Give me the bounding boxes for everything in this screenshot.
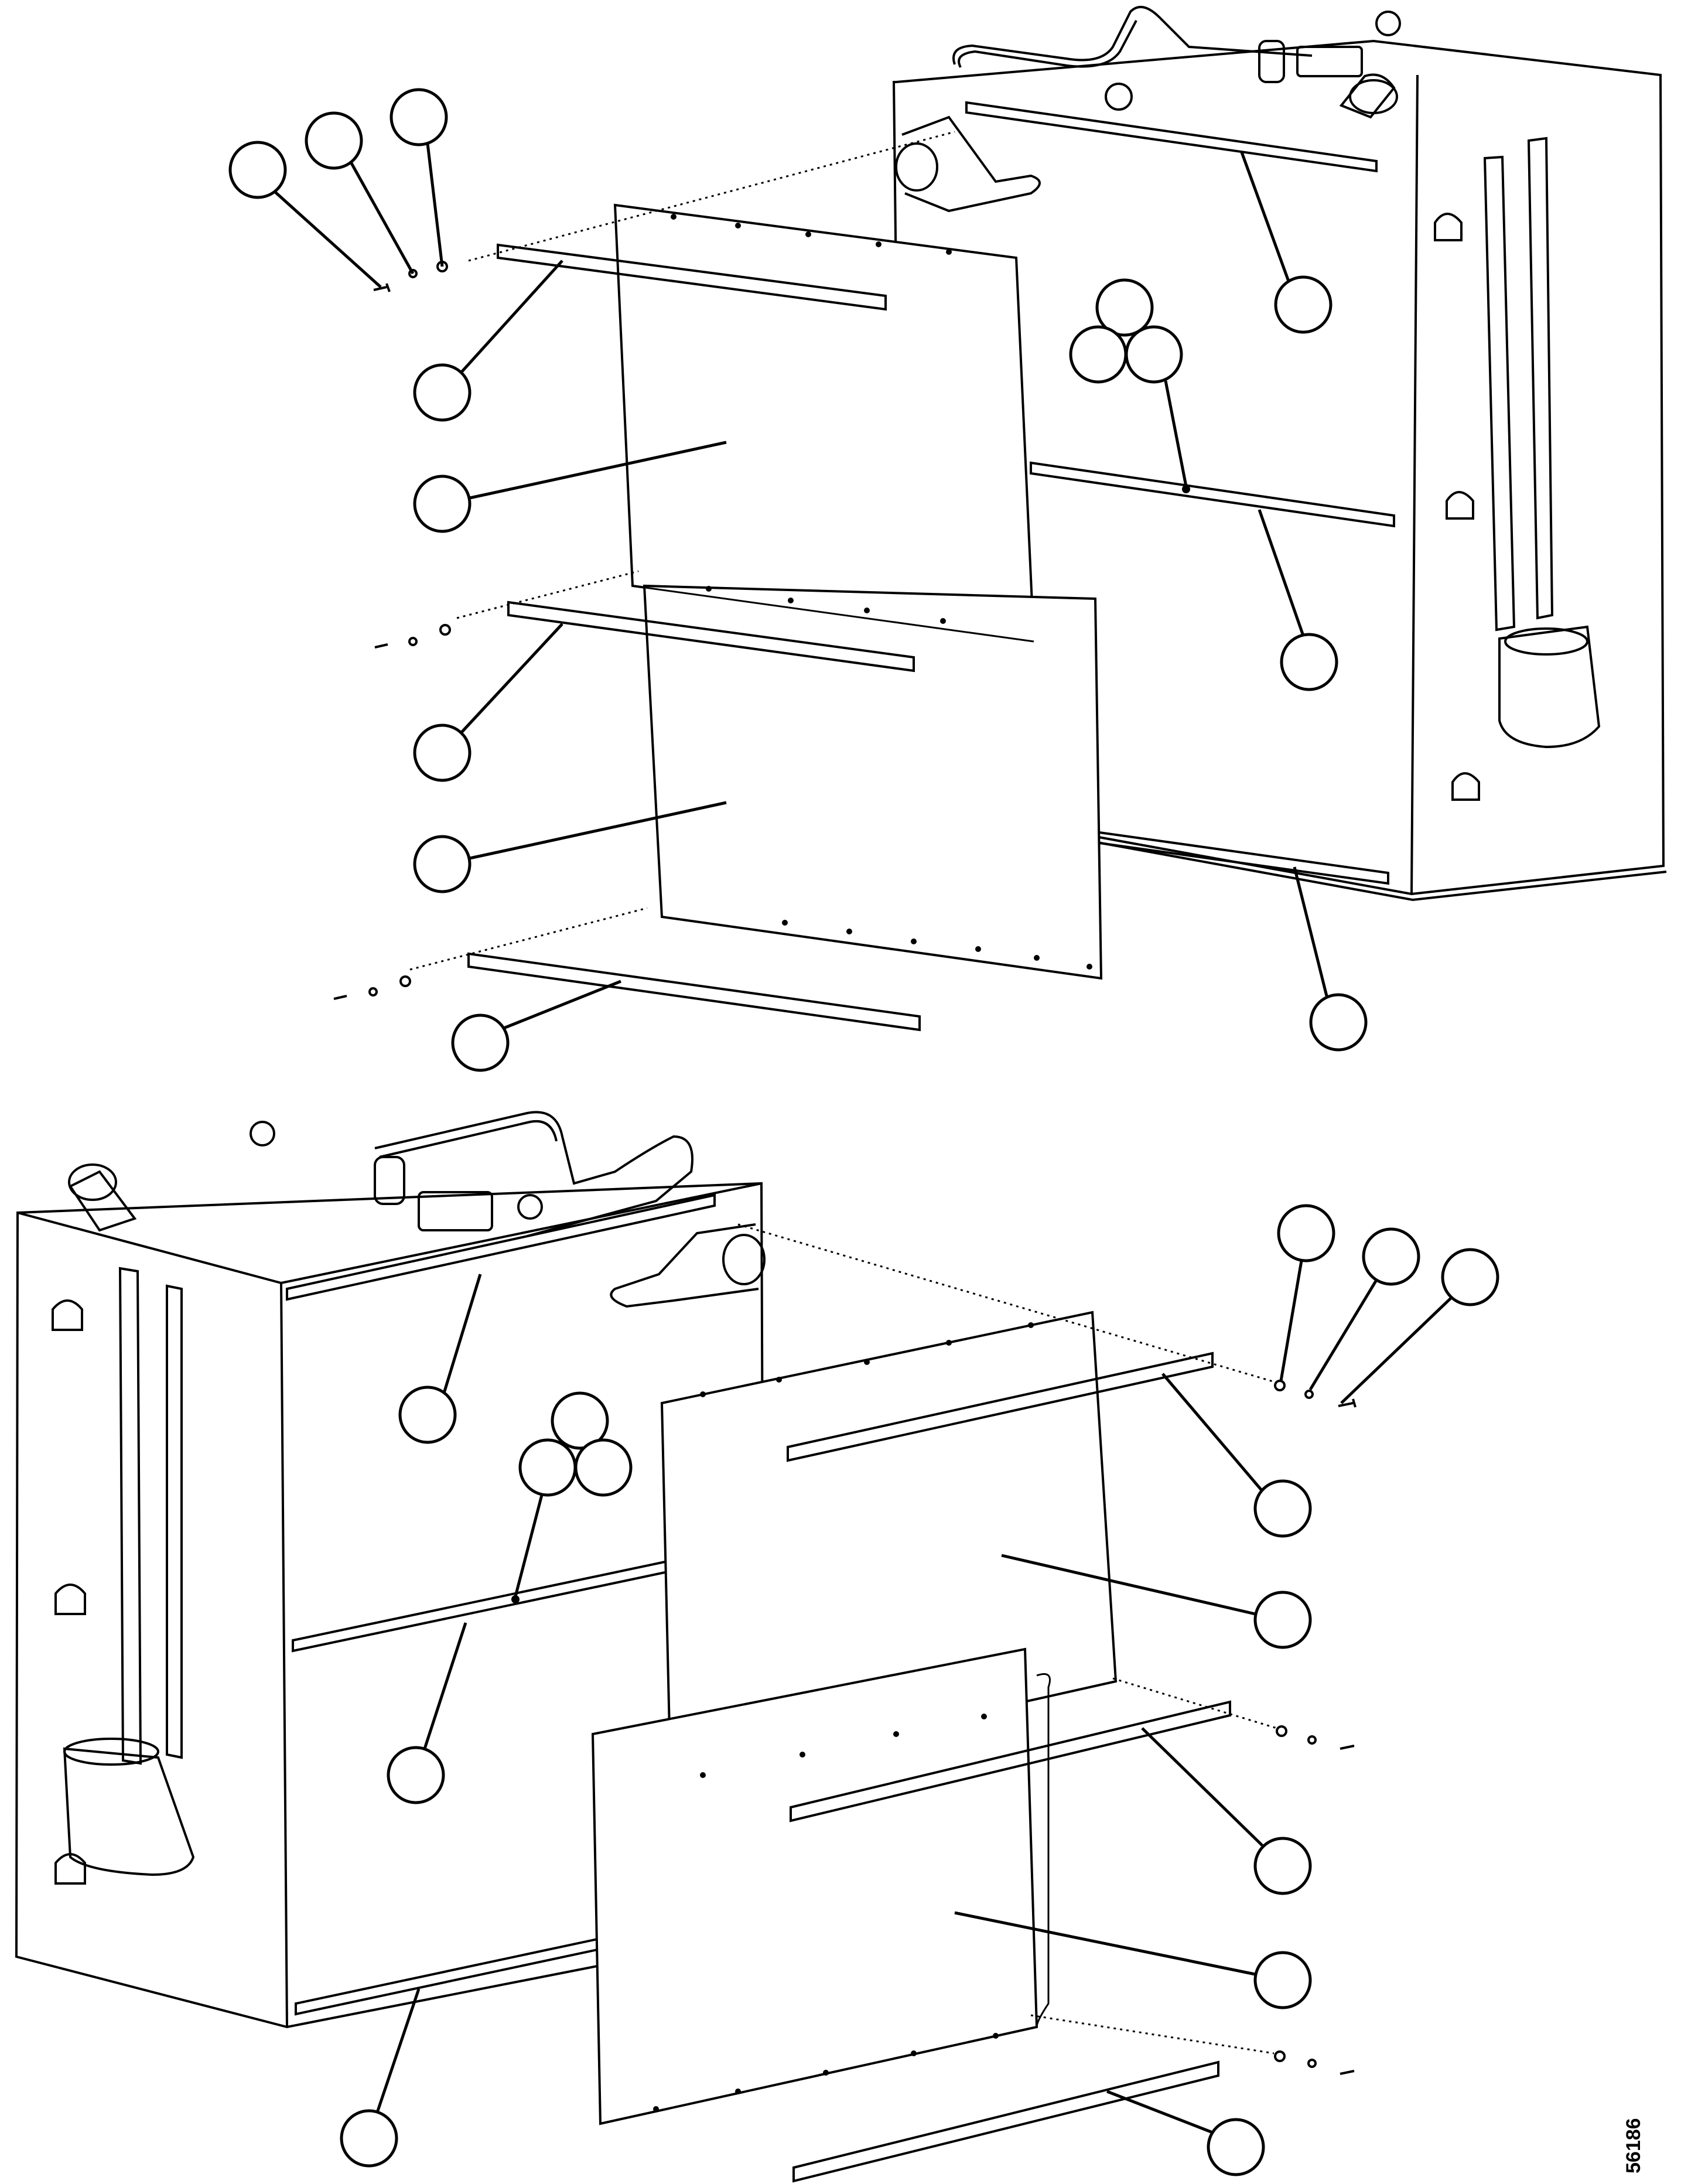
lower-lifting-eye-2 (517, 1194, 543, 1220)
callout-balloon (1253, 1837, 1312, 1895)
lower-pipe (374, 1111, 693, 1237)
upper-bolt-holes (671, 214, 1092, 970)
lower-strip-3 (792, 2060, 1219, 2183)
upper-sight-gauge-2 (1527, 136, 1554, 620)
callout-balloon (398, 1386, 457, 1444)
lower-sight-gauge-1 (118, 1267, 142, 1765)
callout-balloon (1309, 993, 1368, 1052)
lower-side-bracket (610, 1223, 759, 1308)
callout-balloon (551, 1391, 609, 1450)
callout-balloon (451, 1013, 510, 1072)
upper-lifting-eye-1 (1105, 83, 1133, 111)
lower-filter-canister (63, 1747, 195, 1876)
lower-strip-2 (790, 1700, 1231, 1823)
callout-balloon (1069, 325, 1128, 384)
upper-bolt-1 (373, 283, 391, 292)
upper-sight-gauge-1 (1483, 155, 1516, 632)
callout-balloon (518, 1438, 577, 1497)
callout-balloon (1253, 1479, 1312, 1538)
callout-balloon (387, 1746, 445, 1804)
callout-balloon (305, 111, 363, 170)
callout-balloon (1362, 1227, 1420, 1286)
callout-balloon (413, 835, 472, 893)
callout-balloon (228, 141, 287, 199)
upper-filter-canister (1498, 625, 1601, 749)
callout-balloon (390, 88, 448, 146)
lower-cover-panels (591, 1311, 1231, 2183)
callout-balloon (413, 724, 472, 782)
figure-reference-number: 56186 (1622, 2118, 1645, 2173)
callout-balloon (1125, 325, 1183, 384)
upper-strip-3 (467, 952, 921, 1032)
callout-balloon (340, 2109, 398, 2168)
upper-top-channel (965, 101, 1378, 173)
callout-balloon (1253, 1951, 1312, 2009)
callout-balloon (574, 1438, 633, 1497)
upper-breather (1258, 40, 1285, 83)
lower-cover-panel-bottom (591, 1647, 1038, 2125)
lower-callouts (340, 1204, 1499, 2176)
lower-top-channel (286, 1193, 716, 1301)
lower-strip-1 (787, 1352, 1214, 1462)
callout-balloon (1277, 1204, 1335, 1262)
callout-balloon (413, 475, 472, 533)
lower-washer-1 (1304, 1390, 1314, 1399)
lower-breather (374, 1156, 405, 1205)
upper-lifting-eye-2 (1375, 11, 1401, 36)
lower-lifting-eye-1 (250, 1121, 275, 1146)
upper-side-bracket (901, 115, 1041, 213)
upper-cover-panel-top (613, 203, 1036, 643)
callout-balloon (413, 363, 472, 422)
upper-cover-panel-bottom (643, 584, 1103, 980)
callout-balloon (1280, 633, 1338, 691)
callout-balloon (1207, 2118, 1265, 2176)
lower-bolt-holes (653, 1322, 1034, 2112)
callout-balloon (1274, 275, 1332, 334)
callout-balloon (1441, 1248, 1499, 1306)
lower-switch-box (418, 1191, 493, 1231)
lower-sight-gauge-2 (166, 1284, 183, 1759)
lower-bolt-1 (1338, 1398, 1357, 1408)
lower-filler-cap (69, 1170, 137, 1232)
lower-nut-1 (1274, 1380, 1286, 1391)
upper-callouts (228, 88, 1368, 1072)
upper-washer-1 (408, 269, 418, 278)
upper-cover-panels (467, 203, 1103, 1032)
upper-switch-box (1296, 46, 1363, 77)
upper-strip-1 (497, 243, 887, 311)
lower-fasteners (511, 1223, 1357, 2075)
callout-balloon (1253, 1591, 1312, 1649)
upper-strip-2 (507, 600, 915, 673)
upper-pipe (952, 6, 1313, 65)
callout-balloon (1095, 278, 1154, 337)
